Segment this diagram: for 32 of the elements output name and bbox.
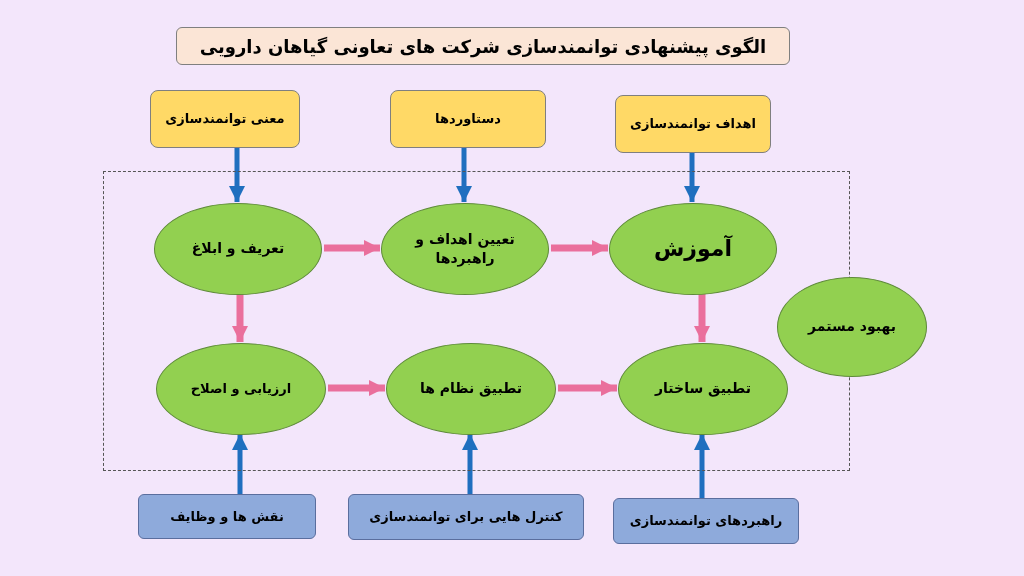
node-label: آموزش xyxy=(653,234,734,264)
arrow xyxy=(229,148,245,202)
node-label: راهبردهای توانمندسازی xyxy=(628,512,784,530)
arrow xyxy=(232,434,248,494)
arrow xyxy=(558,380,617,396)
node-label: تعیین اهداف و راهبردها xyxy=(413,229,516,269)
node-label: نقش ها و وظایف xyxy=(169,507,285,526)
input-box xyxy=(390,90,546,148)
arrow xyxy=(328,380,385,396)
input-box xyxy=(613,498,799,544)
title: الگوی پیشنهادی توانمندسازی شرکت های تعاونی گیاهان دارویی xyxy=(176,27,790,65)
arrow xyxy=(684,153,700,202)
input-box xyxy=(150,90,300,148)
input-box xyxy=(615,95,771,153)
node-label: تعریف و ابلاغ xyxy=(190,239,286,259)
arrow xyxy=(694,294,710,342)
node-label: معنی توانمندسازی xyxy=(164,110,286,128)
arrow xyxy=(456,148,472,202)
node-label: تطبیق نظام ها xyxy=(418,379,524,399)
node-label: بهبود مستمر xyxy=(806,317,897,337)
node-label: ارزیابی و اصلاح xyxy=(189,380,293,398)
arrow xyxy=(551,240,608,256)
node-label: کنترل هایی برای توانمندسازی xyxy=(368,508,564,526)
arrow xyxy=(324,240,380,256)
arrow xyxy=(462,434,478,494)
arrow xyxy=(694,434,710,498)
node-label: تطبیق ساختار xyxy=(653,379,752,399)
arrow xyxy=(232,294,248,342)
input-box xyxy=(138,494,316,539)
input-box xyxy=(348,494,584,540)
node-label: اهداف توانمندسازی xyxy=(629,115,757,133)
node-label: دستاوردها xyxy=(434,110,502,128)
